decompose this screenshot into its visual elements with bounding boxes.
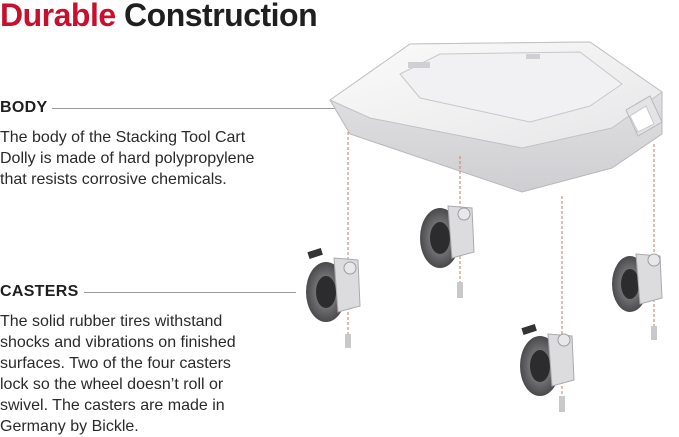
body-line: that resists corrosive chemicals. [0, 171, 227, 188]
title-accent-word: Durable [0, 0, 116, 33]
body-label: BODY [0, 99, 48, 116]
body-line: Dolly is made of hard polypropylene [0, 150, 255, 167]
casters-label: CASTERS [0, 283, 79, 300]
casters-line: surfaces. Two of the four casters [0, 355, 231, 372]
caster-front [520, 323, 575, 412]
casters-line: lock so the wheel doesn’t roll or [0, 376, 224, 393]
casters-leader-line [84, 292, 296, 293]
body-leader-line [52, 108, 338, 109]
casters-line: Germany by Bickle. [0, 418, 139, 435]
caster-left [306, 247, 361, 348]
page-title: Durable Construction [0, 0, 318, 34]
casters-description: The solid rubber tires withstand shocks … [0, 311, 236, 437]
casters-line: swivel. The casters are made in [0, 397, 225, 414]
cart-dolly-illustration [306, 41, 663, 412]
title-rest: Construction [124, 0, 318, 33]
casters-line: The solid rubber tires withstand [0, 313, 223, 330]
body-line: The body of the Stacking Tool Cart [0, 129, 246, 146]
caster-right [612, 253, 663, 340]
casters-line: shocks and vibrations on finished [0, 334, 236, 351]
cart-body-shape [328, 41, 663, 193]
caster-middle [420, 205, 475, 298]
body-description: The body of the Stacking Tool Cart Dolly… [0, 127, 254, 190]
